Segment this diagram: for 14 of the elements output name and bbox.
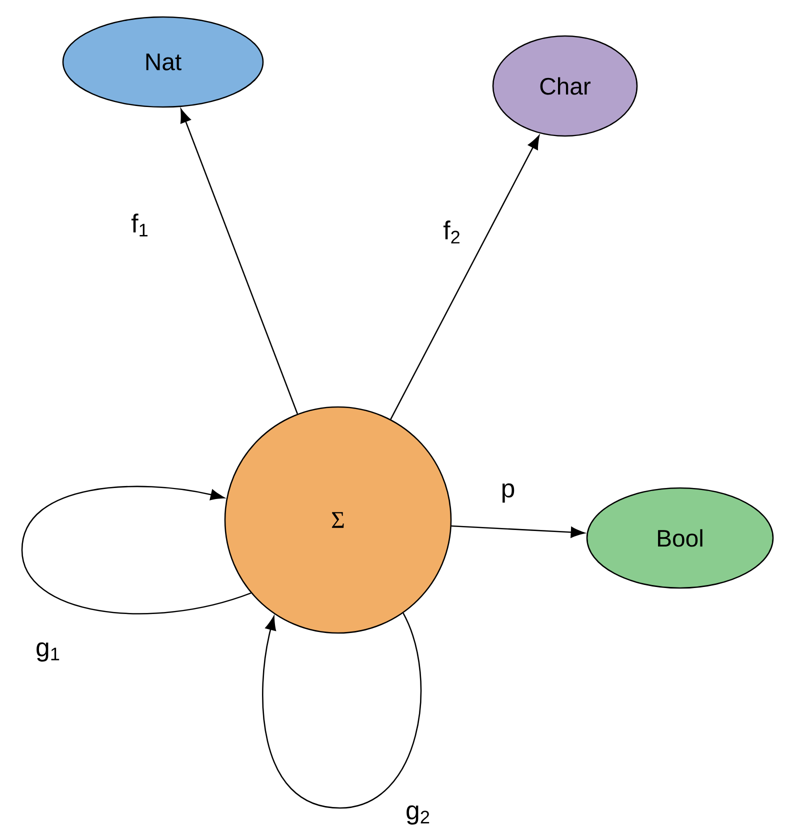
arrow: [262, 612, 422, 809]
edge-label: g$_{1}$: [36, 642, 60, 662]
arrow: [451, 525, 585, 538]
edge-label: f$_{1}$: [131, 214, 148, 236]
arrow: [180, 108, 298, 414]
edge-label: g$_{2}$: [406, 805, 430, 825]
ellipse-node: Nat: [62, 16, 264, 108]
edge-label: p: [502, 483, 514, 503]
arrow: [21, 486, 252, 614]
edge-label: f$_{2}$: [443, 220, 460, 244]
circle-node: Σ: [224, 406, 452, 634]
ellipse-node: Bool: [586, 487, 774, 589]
arrow: [390, 135, 540, 420]
ellipse-node: Char: [492, 35, 638, 137]
